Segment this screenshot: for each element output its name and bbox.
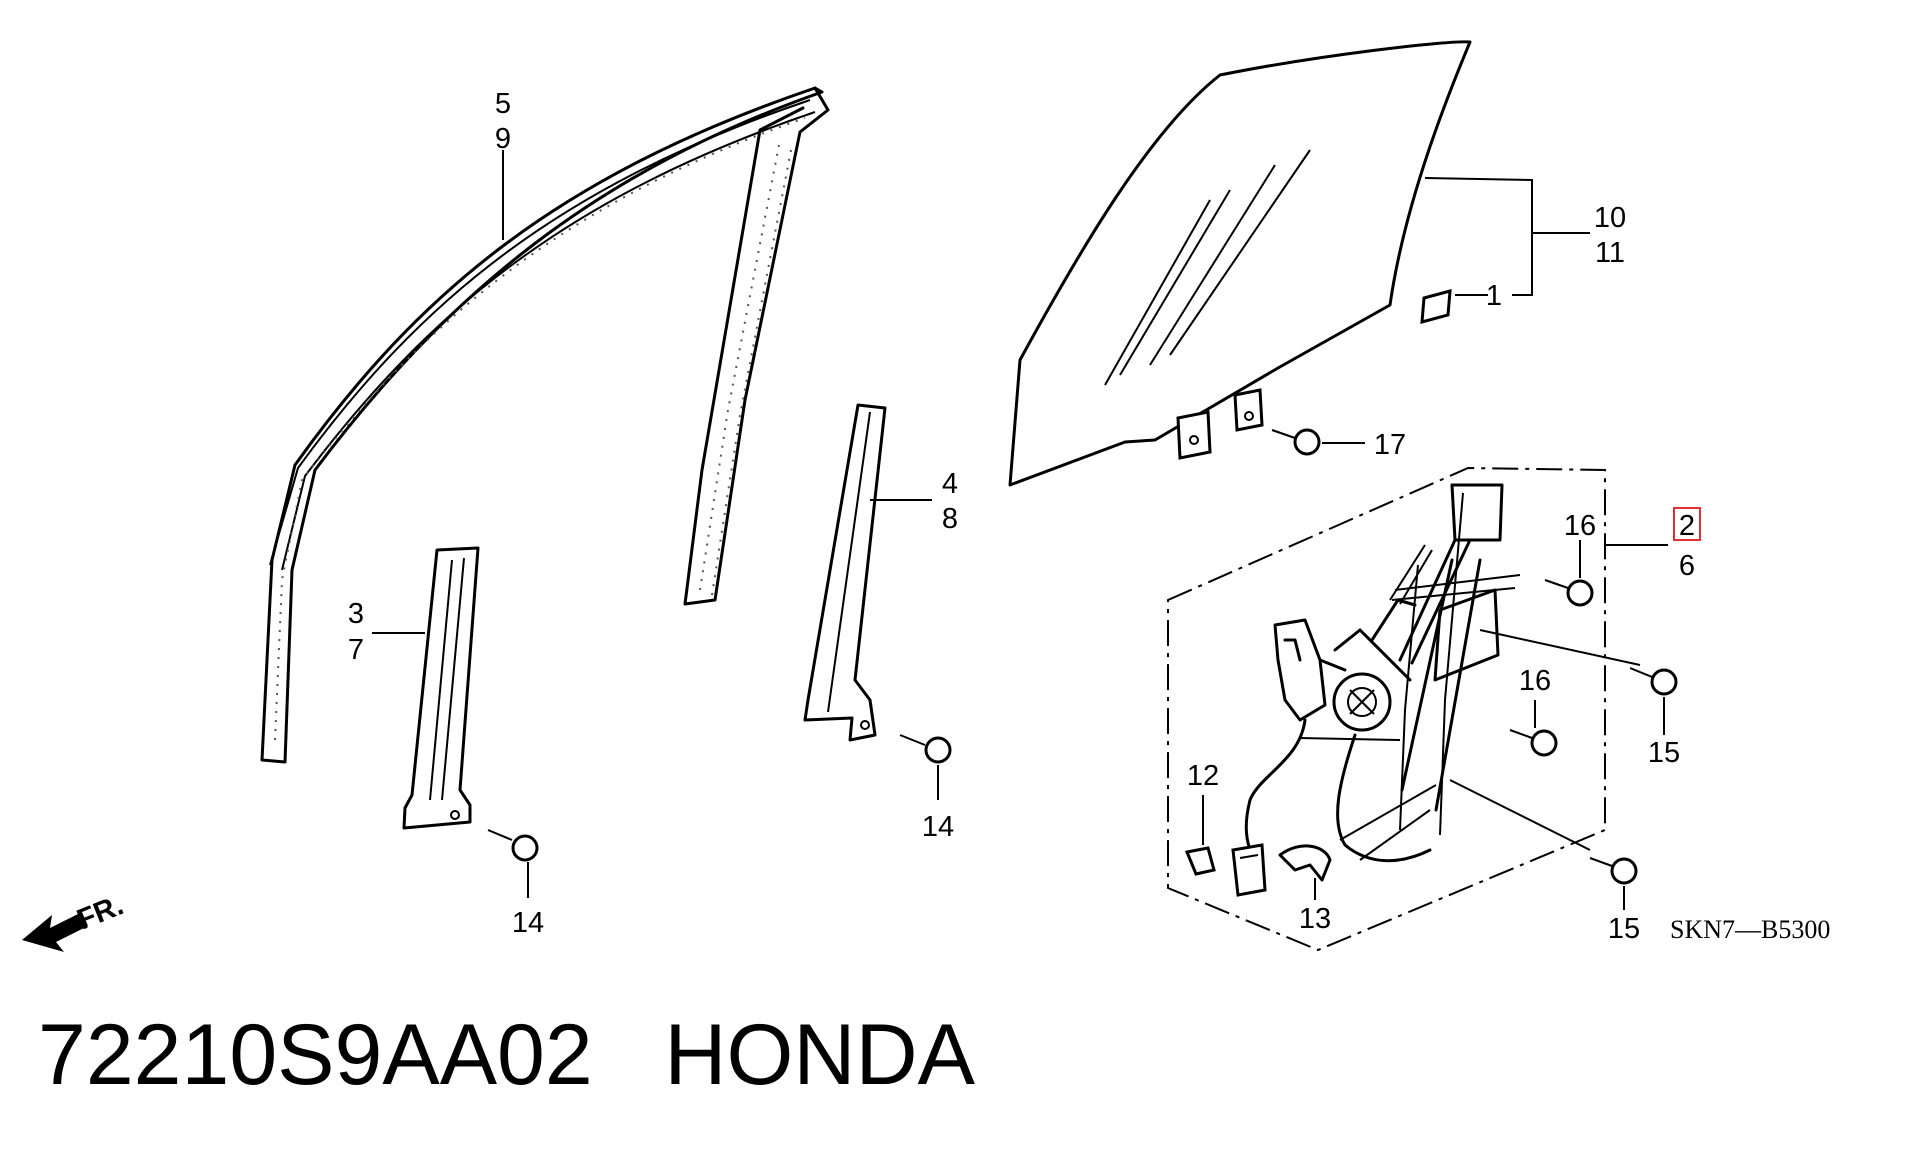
callout-6: 6: [1679, 550, 1695, 582]
diagram-code: SKN7—B5300: [1670, 915, 1830, 944]
bolt-17: [1271, 428, 1321, 456]
bolt-14-left: [487, 829, 539, 862]
callout-labels: 5 9 3 7 4 8 14 14 10 11 1 17 16 16 2 6 1…: [348, 88, 1701, 945]
callout-15-upper: 15: [1648, 737, 1680, 769]
leader-lines: [372, 150, 1668, 910]
bolt-16-lower: [1509, 729, 1558, 757]
callout-17: 17: [1374, 429, 1406, 461]
window-regulator: [1333, 483, 1521, 861]
door-sash-channel: [260, 86, 830, 764]
callout-8: 8: [942, 503, 958, 535]
bolt-16-upper: [1544, 579, 1594, 607]
callout-9: 9: [495, 123, 511, 155]
callout-12: 12: [1187, 760, 1219, 792]
callout-2: 2: [1679, 510, 1695, 542]
callout-10: 10: [1594, 202, 1626, 234]
callout-4: 4: [942, 468, 958, 500]
callout-7: 7: [348, 634, 364, 666]
callout-11: 11: [1595, 237, 1625, 269]
rear-run-channel: [803, 403, 887, 742]
glass-label-sticker: [1420, 288, 1452, 325]
callout-16-lower: 16: [1519, 665, 1551, 697]
wire-harness: [1184, 718, 1432, 897]
callout-13: 13: [1299, 903, 1331, 935]
callout-14-left: 14: [512, 907, 544, 939]
bolt-15-upper: [1629, 667, 1678, 696]
part-number-title: 72210S9AA02 HONDA: [38, 1007, 975, 1103]
front-run-channel: [402, 546, 480, 830]
door-glass: [1008, 40, 1472, 487]
bolt-15-lower: [1589, 857, 1638, 885]
callout-15-lower: 15: [1608, 913, 1640, 945]
front-marker-label: FR.: [73, 889, 128, 936]
front-direction-arrow: FR.: [22, 889, 128, 952]
regulator-motor: [1273, 618, 1392, 732]
callout-2-highlight: [1673, 507, 1701, 541]
callout-3: 3: [348, 598, 364, 630]
callout-5: 5: [495, 88, 511, 120]
callout-16-upper: 16: [1564, 510, 1596, 542]
bolt-14-right: [899, 734, 952, 764]
callout-1: 1: [1486, 280, 1502, 312]
callout-14-right: 14: [922, 811, 954, 843]
